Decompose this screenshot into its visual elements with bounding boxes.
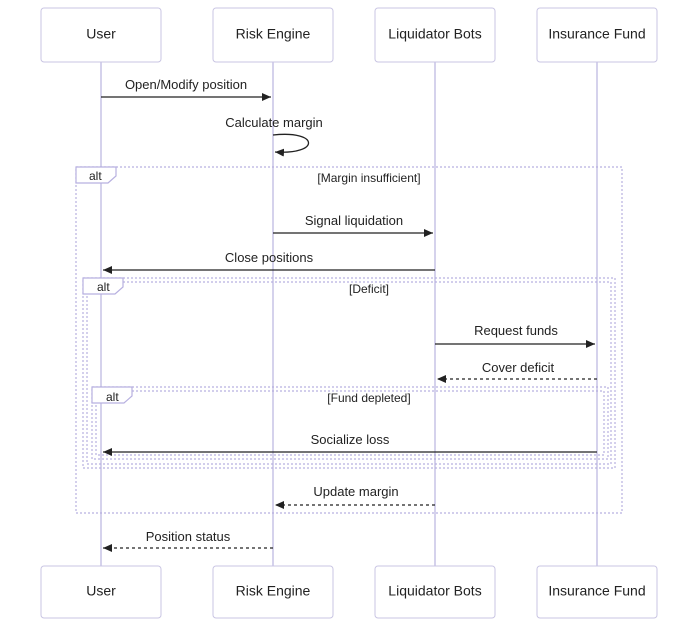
alt-frame-fund-depleted: alt [Fund depleted]	[91, 386, 609, 460]
message-update-margin: Update margin	[275, 484, 435, 509]
actor-user-bottom: User	[40, 565, 162, 619]
frame-keyword: alt	[89, 169, 102, 183]
message-label: Cover deficit	[482, 360, 555, 375]
message-cover-deficit: Cover deficit	[437, 360, 597, 383]
message-signal-liquidation: Signal liquidation	[273, 213, 433, 237]
actor-label: User	[86, 26, 116, 42]
actor-label: Risk Engine	[236, 26, 311, 42]
message-label: Update margin	[313, 484, 398, 499]
message-label: Socialize loss	[311, 432, 390, 447]
message-label: Signal liquidation	[305, 213, 403, 228]
alt-frame-margin-insufficient: alt [Margin insufficient]	[75, 166, 623, 514]
message-label: Position status	[146, 529, 231, 544]
frame-condition: [Margin insufficient]	[317, 171, 420, 185]
message-request-funds: Request funds	[435, 323, 595, 348]
alt-frame-deficit: alt [Deficit]	[82, 277, 616, 469]
message-label: Close positions	[225, 250, 314, 265]
message-label: Calculate margin	[225, 115, 323, 130]
message-socialize-loss: Socialize loss	[103, 432, 597, 456]
actor-risk-engine-top: Risk Engine	[212, 7, 334, 63]
actor-user-top: User	[40, 7, 162, 63]
frame-condition: [Deficit]	[349, 282, 389, 296]
actor-risk-engine-bottom: Risk Engine	[212, 565, 334, 619]
actor-insurance-fund-top: Insurance Fund	[536, 7, 658, 63]
frame-condition: [Fund depleted]	[327, 391, 410, 405]
frame-keyword: alt	[97, 280, 110, 294]
message-label: Request funds	[474, 323, 558, 338]
message-open-modify-position: Open/Modify position	[101, 77, 271, 101]
actor-label: User	[86, 583, 116, 599]
actor-liquidator-bots-top: Liquidator Bots	[374, 7, 496, 63]
actor-label: Liquidator Bots	[388, 26, 481, 42]
actor-label: Insurance Fund	[548, 26, 645, 42]
actor-label: Risk Engine	[236, 583, 311, 599]
actor-insurance-fund-bottom: Insurance Fund	[536, 565, 658, 619]
actor-label: Liquidator Bots	[388, 583, 481, 599]
message-calculate-margin: Calculate margin	[225, 115, 323, 157]
message-close-positions: Close positions	[103, 250, 435, 274]
frame-keyword: alt	[106, 390, 119, 404]
message-label: Open/Modify position	[125, 77, 247, 92]
actor-liquidator-bots-bottom: Liquidator Bots	[374, 565, 496, 619]
message-position-status: Position status	[103, 529, 273, 552]
actor-label: Insurance Fund	[548, 583, 645, 599]
